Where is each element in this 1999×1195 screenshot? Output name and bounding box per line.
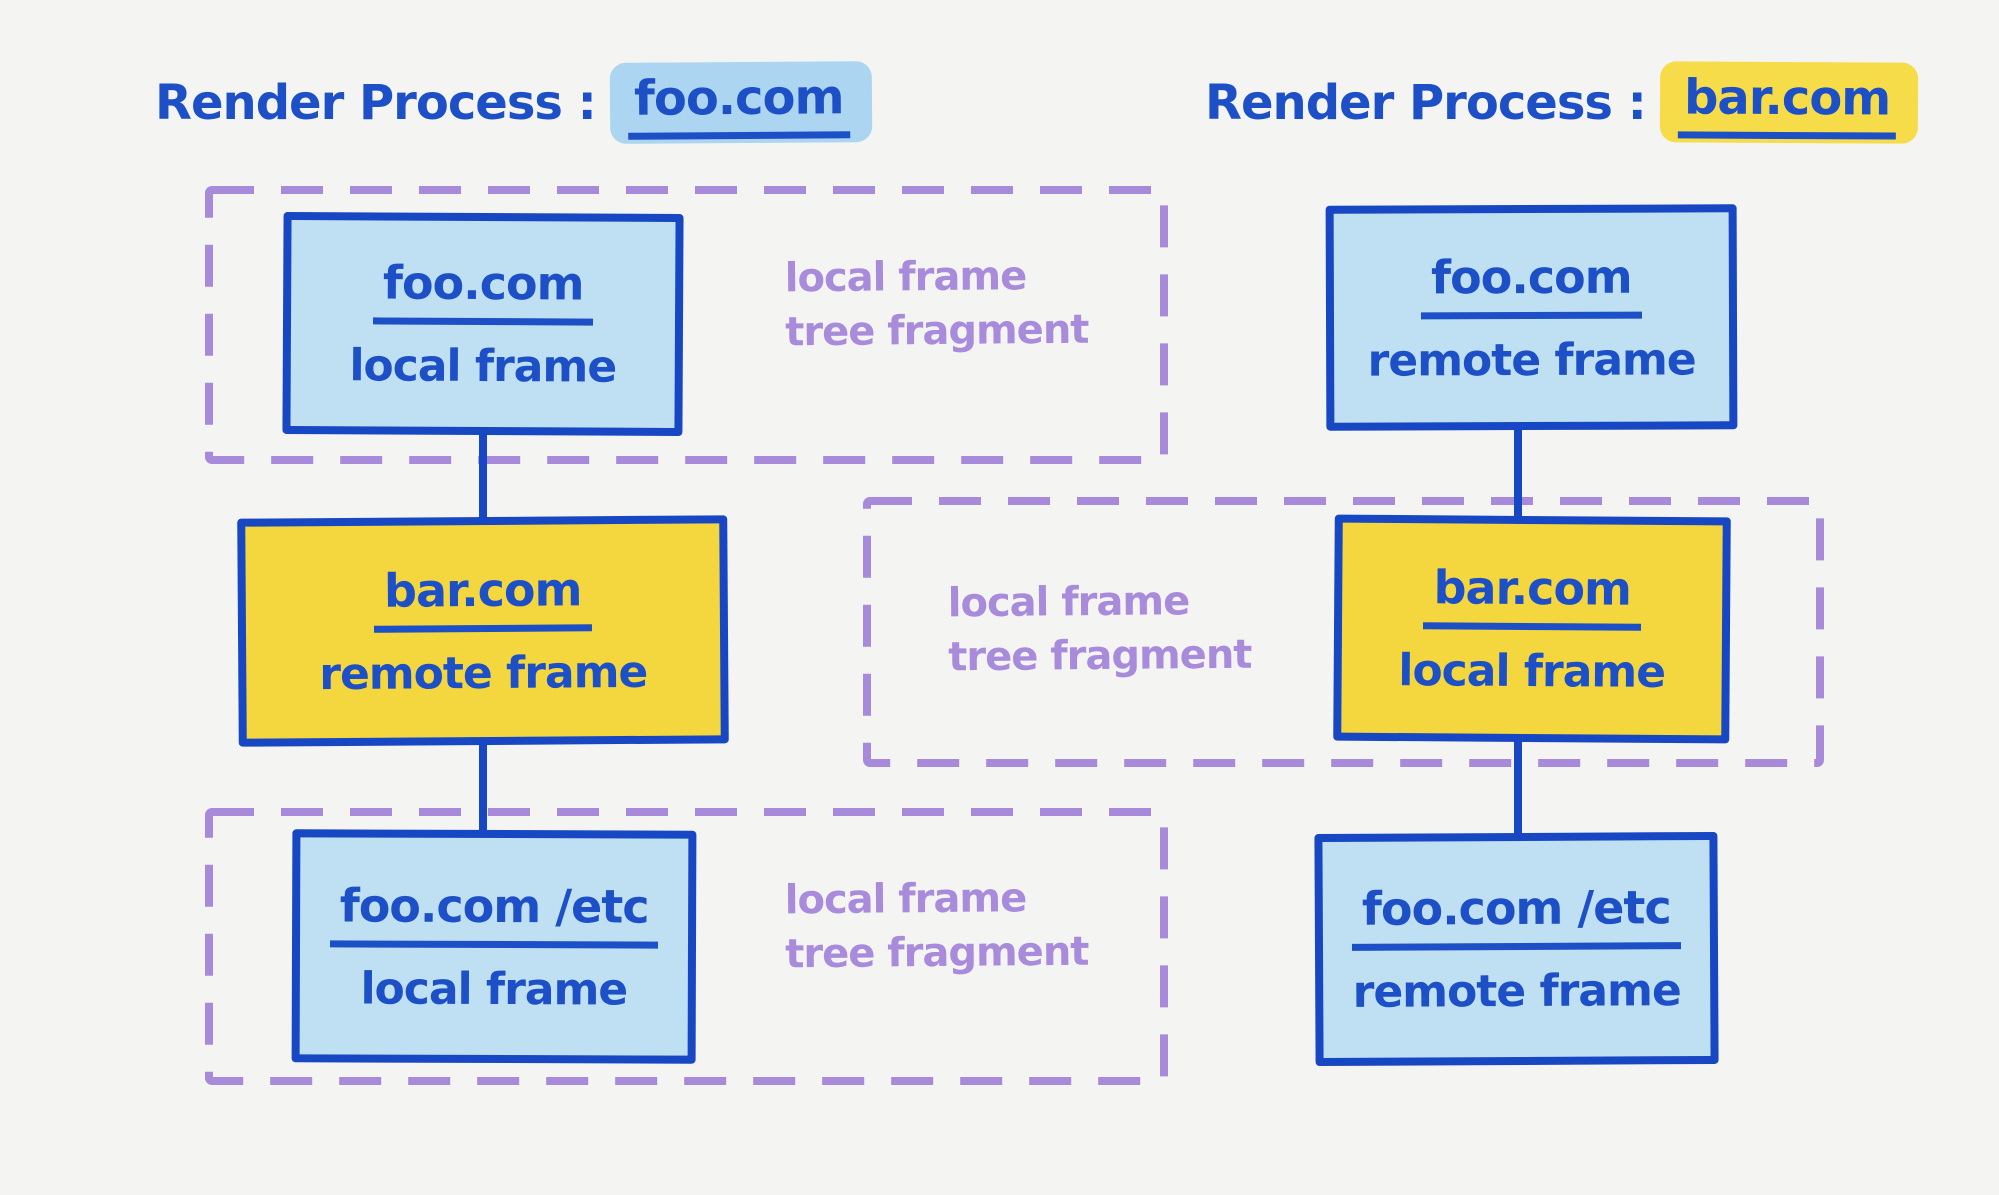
node-bar-local-frame: bar.com local frame: [1333, 514, 1731, 744]
fragment-label-line: local frame: [947, 578, 1190, 627]
fragment-label-line: tree fragment: [948, 631, 1252, 681]
node-domain: foo.com /etc: [329, 877, 659, 949]
node-domain: foo.com: [1421, 249, 1642, 319]
node-foo-local-frame: foo.com local frame: [282, 211, 684, 437]
node-bar-remote-frame: bar.com remote frame: [237, 515, 729, 747]
right-title-domain-highlight: bar.com: [1659, 61, 1919, 144]
fragment-label-line: local frame: [784, 875, 1027, 924]
fragment-label-left-top: local frame tree fragment: [785, 249, 1089, 360]
dashed-rect-icon: [863, 497, 1824, 767]
node-domain: bar.com: [373, 562, 592, 633]
left-process-title-prefix: Render Process :: [155, 74, 597, 131]
right-fragment-outline: [863, 497, 1824, 767]
fragment-label-line: tree fragment: [785, 928, 1089, 978]
node-domain: foo.com: [372, 255, 594, 326]
left-title-domain: foo.com: [627, 69, 850, 140]
right-title-domain: bar.com: [1677, 69, 1897, 140]
fragment-label-right: local frame tree fragment: [948, 574, 1252, 685]
left-top-fragment-outline: [205, 186, 1168, 464]
fragment-label-left-bottom: local frame tree fragment: [785, 871, 1089, 982]
connector-left-foo-to-bar: [479, 430, 487, 522]
fragment-label-line: tree fragment: [785, 306, 1089, 356]
node-frame-type: remote frame: [1352, 965, 1681, 1018]
right-process-title: Render Process : bar.com: [1205, 61, 1919, 144]
node-fooetc-remote-frame: foo.com /etc remote frame: [1314, 831, 1719, 1067]
left-bottom-fragment-outline: [205, 808, 1168, 1085]
dashed-rect-icon: [205, 808, 1168, 1085]
node-domain: foo.com /etc: [1351, 880, 1681, 951]
fragment-label-line: local frame: [784, 253, 1027, 302]
node-domain: bar.com: [1423, 560, 1642, 631]
node-fooetc-local-frame: foo.com /etc local frame: [291, 829, 697, 1064]
left-process-title: Render Process : foo.com: [155, 61, 872, 144]
dashed-rect-icon: [205, 186, 1168, 464]
node-foo-remote-frame: foo.com remote frame: [1325, 204, 1738, 431]
node-frame-type: local frame: [360, 963, 628, 1015]
node-frame-type: remote frame: [319, 646, 648, 701]
connector-right-bar-to-fooetc: [1514, 738, 1522, 838]
node-frame-type: remote frame: [1367, 333, 1696, 387]
left-title-domain-highlight: foo.com: [609, 61, 872, 144]
node-frame-type: local frame: [349, 340, 617, 393]
connector-left-bar-to-fooetc: [479, 740, 487, 836]
right-process-title-prefix: Render Process :: [1205, 74, 1647, 131]
connector-right-foo-to-bar: [1514, 426, 1522, 522]
node-frame-type: local frame: [1398, 645, 1666, 698]
